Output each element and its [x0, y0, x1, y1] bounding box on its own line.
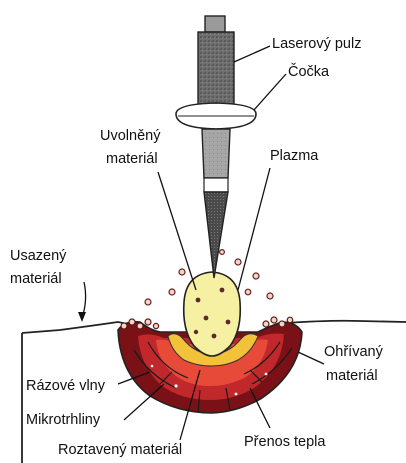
- label-heated-material-2: materiál: [326, 368, 378, 384]
- label-heated-material-1: Ohřívaný: [324, 344, 384, 360]
- beam-cone: [204, 192, 228, 278]
- beam-top-cap: [205, 16, 225, 32]
- leader-plasma: [238, 168, 270, 290]
- leader-heated-material: [298, 352, 324, 364]
- label-deposited-material-1: Usazený: [10, 248, 67, 264]
- plasma: [184, 272, 241, 356]
- surface-line-left: [22, 322, 128, 333]
- leader-lens: [254, 74, 286, 110]
- leader-laser-pulse: [234, 46, 270, 62]
- label-laser-pulse: Laserový pulz: [272, 36, 361, 52]
- label-released-material-1: Uvolněný: [100, 128, 161, 144]
- label-shock-waves: Rázové vlny: [26, 378, 106, 394]
- laser-beam: [176, 16, 256, 278]
- label-plasma: Plazma: [270, 148, 319, 164]
- label-heat-transfer: Přenos tepla: [244, 434, 326, 450]
- plasma-plume: [184, 272, 241, 356]
- beam-band: [204, 178, 228, 192]
- beam-lower: [202, 129, 230, 178]
- label-deposited-material-2: materiál: [10, 271, 62, 287]
- label-released-material-2: materiál: [106, 151, 158, 167]
- label-molten-material: Roztavený materiál: [58, 442, 182, 458]
- label-microcracks: Mikrotrhliny: [26, 412, 101, 428]
- label-lens: Čočka: [288, 63, 330, 80]
- leader-released-material: [158, 172, 196, 290]
- beam-upper: [198, 32, 234, 106]
- surface-line-right: [286, 321, 406, 323]
